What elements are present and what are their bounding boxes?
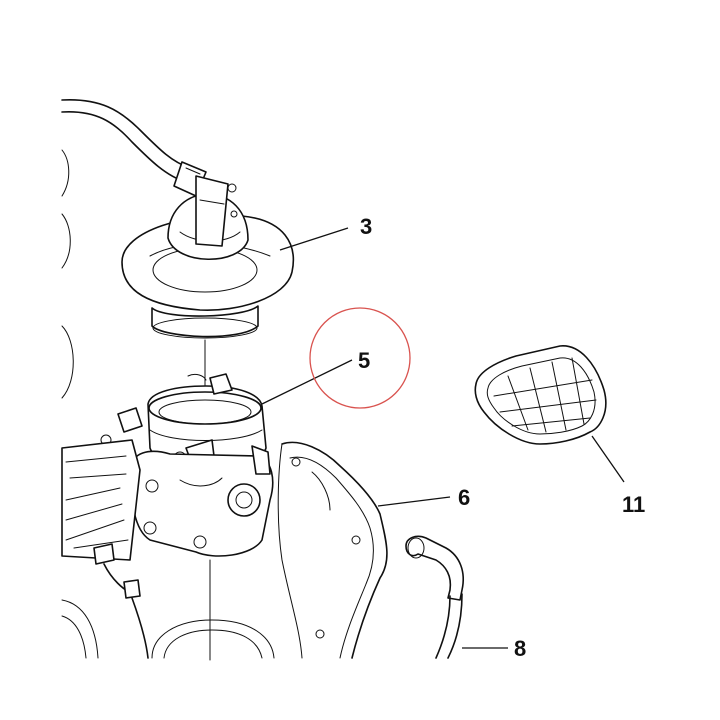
leader-5 <box>261 359 353 405</box>
part-5-throttle-body <box>100 373 274 557</box>
background-housing-left <box>61 149 99 659</box>
lower-seal-ring <box>151 619 275 659</box>
callout-8: 8 <box>514 636 526 661</box>
part-3-actuator-dome <box>121 175 294 339</box>
leader-6 <box>377 496 451 507</box>
leader-3 <box>279 227 349 251</box>
callout-3: 3 <box>360 214 372 239</box>
part-11-filter-element <box>474 345 607 445</box>
part-6-housing-cover <box>277 441 388 659</box>
highlight-circle <box>309 307 411 409</box>
callout-11: 11 <box>622 492 645 517</box>
leader-11 <box>591 435 625 483</box>
left-bracket-frame <box>61 439 149 659</box>
callout-6: 6 <box>458 485 470 510</box>
leader-lines <box>261 227 625 649</box>
vacuum-hose <box>61 99 207 197</box>
callout-5: 5 <box>358 348 370 373</box>
part-8-hose <box>405 535 464 659</box>
